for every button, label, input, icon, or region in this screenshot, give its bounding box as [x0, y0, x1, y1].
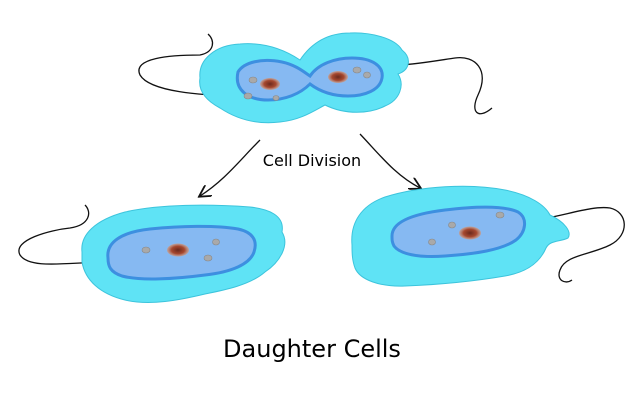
daughter-cell-right [351, 185, 625, 287]
inclusion [272, 95, 280, 101]
flagellum-right [367, 57, 493, 115]
nucleus-left [260, 78, 280, 90]
inclusion [141, 246, 151, 254]
flagellum-left [138, 33, 246, 98]
result-label: Daughter Cells [223, 335, 401, 363]
nucleus [167, 243, 189, 257]
nucleus-right [328, 71, 348, 83]
daughter-cell-left [18, 204, 286, 303]
division-arrow-left [200, 139, 261, 196]
division-arrow-right [359, 133, 420, 188]
inclusion [363, 71, 371, 79]
inner-membrane [390, 205, 526, 258]
inclusion [212, 238, 220, 246]
division-label: Cell Division [263, 151, 361, 170]
inclusion [248, 76, 258, 84]
inclusion [352, 66, 362, 74]
dividing-cell [138, 32, 493, 124]
nucleus [459, 226, 481, 240]
inclusion [448, 221, 456, 229]
flagellum-right [521, 206, 625, 283]
inclusion [243, 92, 253, 100]
inclusion [495, 211, 505, 219]
flagellum-left [18, 204, 111, 265]
inclusion [203, 254, 213, 262]
inclusion [428, 238, 436, 246]
